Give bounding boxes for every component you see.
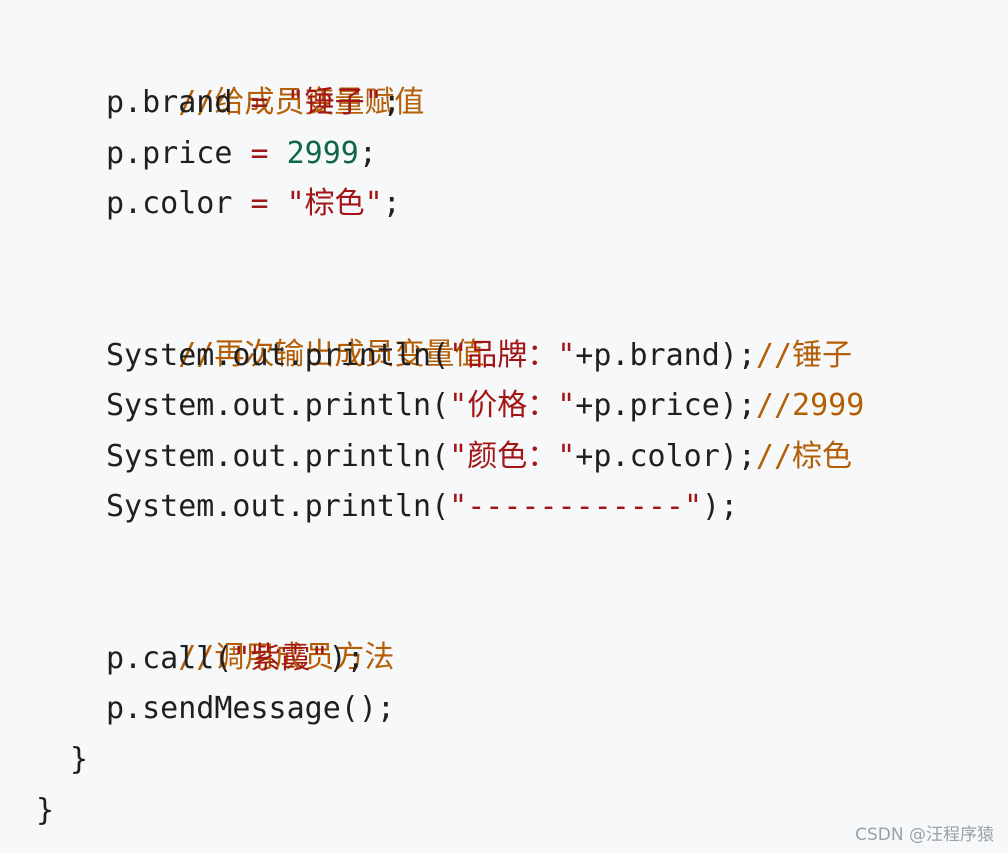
- brace-token: }: [36, 793, 55, 828]
- string-token: "紫霞": [232, 641, 329, 676]
- code-token: ;: [382, 85, 401, 120]
- code-token: System.out.println(: [106, 388, 450, 423]
- code-token: );: [328, 641, 365, 676]
- string-token: "价格：": [449, 388, 576, 423]
- code-token: System.out.println(: [106, 439, 450, 474]
- comment-text: //调用成员方法: [178, 640, 395, 675]
- code-token: );: [702, 489, 739, 524]
- code-token: p.price: [106, 136, 233, 171]
- code-token: +p.price);: [575, 388, 756, 423]
- code-line-color: p.color = "棕色";: [106, 179, 401, 229]
- code-token: ;: [382, 186, 401, 221]
- comment-text: //锤子: [755, 338, 853, 373]
- code-token: System.out.println(: [106, 489, 450, 524]
- string-token: "品牌：": [449, 338, 576, 373]
- code-token: p.brand: [106, 85, 233, 120]
- code-token: p.call(: [106, 641, 233, 676]
- comment-method: //调用成员方法: [106, 583, 394, 675]
- string-token: "棕色": [286, 186, 383, 221]
- operator-token: =: [250, 85, 269, 120]
- comment-assign: //给成员变量赋值: [106, 28, 424, 120]
- comment-text: //给成员变量赋值: [178, 85, 425, 120]
- code-line-print-price: System.out.println("价格："+p.price);//2999: [106, 381, 864, 431]
- string-token: "颜色：": [449, 439, 576, 474]
- comment-print: //再次输出成员变量值: [106, 280, 484, 372]
- string-token: "锤子": [286, 85, 383, 120]
- code-line-brand: p.brand = "锤子";: [106, 78, 401, 128]
- code-token: +p.color);: [575, 439, 756, 474]
- code-line-send-message: p.sendMessage();: [106, 684, 395, 734]
- code-token: System.out.println(: [106, 338, 450, 373]
- code-line-price: p.price = 2999;: [106, 129, 377, 179]
- code-line-print-brand: System.out.println("品牌："+p.brand);//锤子: [106, 331, 852, 381]
- code-token: +p.brand);: [575, 338, 756, 373]
- watermark: CSDN @汪程序猿: [855, 825, 994, 845]
- operator-token: =: [250, 136, 269, 171]
- closing-brace-inner: }: [70, 735, 88, 785]
- code-line-call: p.call("紫霞");: [106, 634, 365, 684]
- operator-token: =: [250, 186, 269, 221]
- code-token: p.sendMessage();: [106, 691, 395, 726]
- number-token: 2999: [286, 136, 359, 171]
- string-token: "------------": [449, 489, 703, 524]
- comment-text: //再次输出成员变量值: [178, 337, 485, 372]
- code-line-print-color: System.out.println("颜色："+p.color);//棕色: [106, 432, 852, 482]
- code-token: ;: [358, 136, 377, 171]
- closing-brace-outer: }: [36, 786, 54, 836]
- code-line-print-separator: System.out.println("------------");: [106, 482, 738, 532]
- comment-text: //2999: [755, 388, 865, 423]
- comment-text: //棕色: [755, 439, 853, 474]
- code-token: p.color: [106, 186, 233, 221]
- brace-token: }: [70, 742, 89, 777]
